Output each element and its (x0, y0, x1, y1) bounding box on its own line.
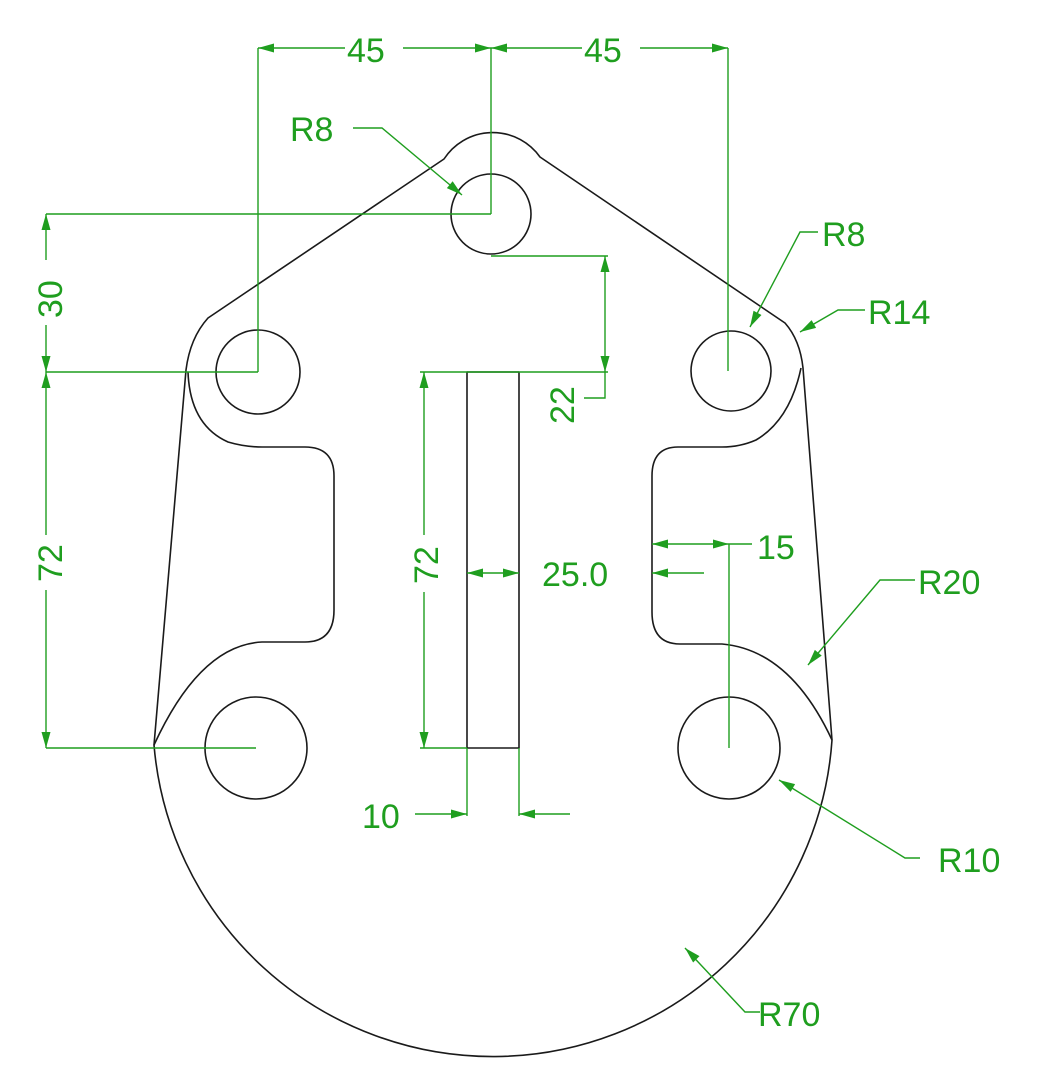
arrowhead (712, 43, 728, 53)
arrowhead (41, 732, 51, 748)
arrowhead (652, 568, 668, 578)
arrowhead (41, 214, 51, 230)
arrowhead (519, 809, 535, 819)
radius-r10: R10 (938, 842, 1000, 880)
radius-r70: R70 (758, 996, 820, 1034)
arrowhead (600, 356, 610, 372)
ext-lines (46, 48, 730, 816)
dim-72-slot: 72 (408, 546, 446, 584)
dim-lines (45, 47, 752, 815)
left-cutout (153, 371, 335, 746)
arrowhead (685, 948, 700, 963)
hole-upper-right (690, 330, 772, 412)
arrowhead (258, 43, 274, 53)
arrowhead (713, 539, 729, 549)
arrowhead (808, 649, 822, 665)
radius-r8-top: R8 (290, 111, 333, 149)
arrowhead (419, 372, 429, 388)
dim-45-right: 45 (584, 32, 622, 70)
arrowhead (800, 320, 817, 332)
arrowhead (600, 256, 610, 272)
radius-r8-right: R8 (822, 216, 865, 254)
arrowhead (41, 356, 51, 372)
arrowhead (779, 780, 796, 792)
arrowhead (419, 732, 429, 748)
right-cutout (651, 367, 833, 741)
arrowhead (446, 181, 462, 195)
dim-30: 30 (32, 280, 70, 318)
arrowhead (451, 809, 467, 819)
part-geometry (153, 131, 833, 1058)
arrowheads (41, 43, 822, 963)
arrowhead (467, 568, 483, 578)
part-outline (153, 131, 833, 1058)
arrowhead (503, 568, 519, 578)
leader-lines (353, 127, 920, 1013)
arrowhead (652, 539, 668, 549)
radius-r14: R14 (868, 294, 930, 332)
dim-10: 10 (362, 798, 400, 836)
central-slot (466, 371, 520, 749)
arrowhead (491, 43, 507, 53)
dim-22: 22 (544, 386, 582, 424)
arrowhead (475, 43, 491, 53)
dim-45-left: 45 (347, 32, 385, 70)
arrowhead (750, 310, 762, 327)
dim-15: 15 (757, 529, 795, 567)
arrowhead (41, 372, 51, 388)
dim-72-left: 72 (32, 544, 70, 582)
dimension-texts: 45 45 30 72 22 72 25.0 15 10 R8 R8 R14 R… (32, 32, 1000, 1034)
dim-25-0: 25.0 (542, 556, 608, 594)
dimension-lines (45, 47, 920, 1013)
radius-r20: R20 (918, 564, 980, 602)
